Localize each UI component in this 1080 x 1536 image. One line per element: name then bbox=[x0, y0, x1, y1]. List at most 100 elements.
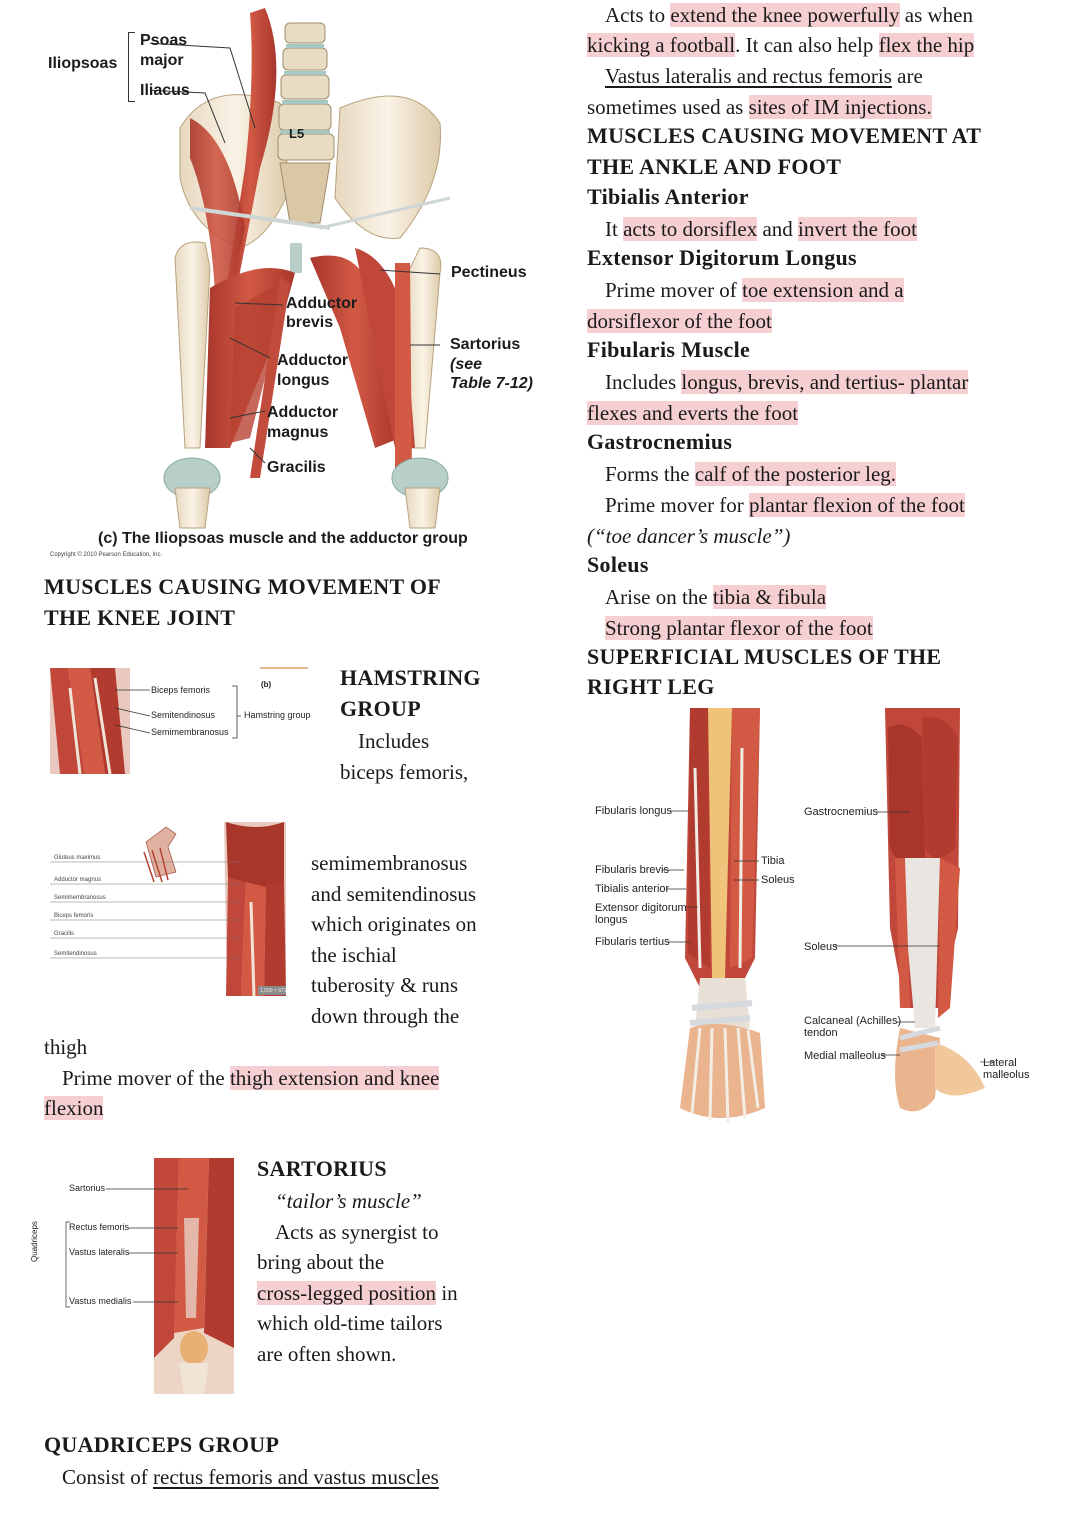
quadriceps-leader-lines bbox=[65, 1188, 188, 1308]
extensor-heading: Extensor Digitorum Longus bbox=[587, 245, 857, 270]
label-calcaneal-tendon: Calcaneal (Achilles)tendon bbox=[804, 1015, 902, 1039]
copyright: Copyright © 2010 Pearson Education, Inc. bbox=[50, 552, 163, 558]
sartorius-heading: SARTORIUS bbox=[257, 1156, 387, 1181]
label-adductor-brevis-2: brevis bbox=[286, 314, 334, 331]
sart-line-1: Acts as synergist to bbox=[275, 1220, 439, 1244]
label-adductor-magnus-1: Adductor bbox=[267, 404, 339, 421]
tibialis-heading: Tibialis Anterior bbox=[587, 184, 749, 209]
label-tibialis-anterior: Tibialis anterior bbox=[595, 883, 670, 895]
label-sartorius: Sartorius bbox=[450, 336, 521, 353]
superficial-heading-1: SUPERFICIAL MUSCLES OF THE bbox=[587, 644, 942, 669]
hamstring-heading-1: HAMSTRING bbox=[340, 665, 481, 690]
hamstring-leader-lines bbox=[114, 685, 241, 739]
label-vastus-medialis: Vastus medialis bbox=[69, 1296, 132, 1306]
hamstring-heading-2: GROUP bbox=[340, 696, 421, 721]
acts-line: Acts to extend the knee powerfully as wh… bbox=[605, 3, 973, 27]
anterior-leader-lines bbox=[662, 810, 759, 943]
thigh-word: thigh bbox=[44, 1035, 88, 1059]
fibularis-line: Includes longus, brevis, and tertius- pl… bbox=[605, 370, 969, 394]
label-semimem: Semimembranosus bbox=[54, 895, 106, 901]
prime-mover-line-2: flexion bbox=[44, 1096, 104, 1120]
label-fibularis-tertius: Fibularis tertius bbox=[595, 936, 670, 948]
ham-biceps: biceps femoris, bbox=[340, 760, 469, 784]
iliopsoas-bracket bbox=[128, 32, 135, 102]
ham-line-5: tuberosity & runs bbox=[311, 973, 458, 997]
label-b: (b) bbox=[261, 680, 272, 689]
sart-line-3: cross-legged position in bbox=[257, 1281, 458, 1305]
gastrocnemius-heading: Gastrocnemius bbox=[587, 429, 733, 454]
label-iliacus: Iliacus bbox=[140, 82, 190, 99]
label-sartorius-quad: Sartorius bbox=[69, 1183, 106, 1193]
sart-line-4: which old-time tailors bbox=[257, 1311, 443, 1335]
label-iliopsoas: Iliopsoas bbox=[48, 55, 118, 72]
label-gluteus: Gluteus maximus bbox=[54, 855, 101, 861]
label-soleus-post: Soleus bbox=[804, 941, 838, 953]
sart-line-2: bring about the bbox=[257, 1250, 385, 1274]
label-adductor-brevis-1: Adductor bbox=[286, 295, 358, 312]
tibialis-line: It acts to dorsiflex and invert the foot bbox=[605, 217, 918, 241]
label-medial-malleolus: Medial malleolus bbox=[804, 1050, 886, 1062]
label-hamstring-group: Hamstring group bbox=[244, 710, 311, 720]
label-vastus-lateralis: Vastus lateralis bbox=[69, 1247, 130, 1257]
posterior-thigh-illustration bbox=[143, 822, 286, 996]
label-psoas: Psoas bbox=[140, 32, 188, 49]
vastus-line: Vastus lateralis and rectus femoris are bbox=[605, 64, 923, 88]
ham-line-2: and semitendinosus bbox=[311, 882, 477, 906]
toe-dancer-line: (“toe dancer’s muscle”) bbox=[587, 524, 791, 548]
ham-line-3: which originates on bbox=[311, 912, 477, 936]
prime-mover-line: Prime mover of the thigh extension and k… bbox=[62, 1066, 440, 1090]
label-soleus-ant: Soleus bbox=[761, 874, 795, 886]
posterior-leader-lines bbox=[835, 811, 995, 1063]
label-rectus-femoris: Rectus femoris bbox=[69, 1222, 130, 1232]
soleus-line: Arise on the tibia & fibula bbox=[605, 585, 827, 609]
posterior-leg-illustration bbox=[885, 708, 985, 1112]
gastrocnemius-line: Forms the calf of the posterior leg. bbox=[605, 462, 897, 486]
label-gracilis: Gracilis bbox=[267, 459, 326, 476]
sartorius-quote: “tailor’s muscle” bbox=[275, 1189, 422, 1213]
superficial-heading-2: RIGHT LEG bbox=[587, 674, 715, 699]
ankle-heading-2: THE ANKLE AND FOOT bbox=[587, 154, 842, 179]
sart-line-5: are often shown. bbox=[257, 1342, 397, 1366]
fibularis-heading: Fibularis Muscle bbox=[587, 337, 751, 362]
label-fibularis-longus: Fibularis longus bbox=[595, 805, 673, 817]
figure-caption: (c) The Iliopsoas muscle and the adducto… bbox=[98, 530, 468, 547]
ham-line-6: down through the bbox=[311, 1004, 460, 1028]
hamstring-illustration bbox=[50, 668, 130, 774]
label-quadriceps: Quadriceps bbox=[30, 1221, 39, 1262]
quadriceps-heading: QUADRICEPS GROUP bbox=[44, 1432, 280, 1457]
label-tibia: Tibia bbox=[761, 855, 785, 867]
label-major: major bbox=[140, 52, 184, 69]
label-l5: L5 bbox=[289, 126, 305, 141]
label-pectineus: Pectineus bbox=[451, 264, 527, 281]
ankle-heading-1: MUSCLES CAUSING MOVEMENT AT bbox=[587, 123, 982, 148]
label-semimembranosus: Semimembranosus bbox=[151, 727, 229, 737]
anterior-leg-illustration bbox=[680, 708, 765, 1123]
quadriceps-illustration bbox=[154, 1158, 234, 1394]
soleus-line-2: Strong plantar flexor of the foot bbox=[605, 616, 873, 640]
gastrocnemius-line-2: Prime mover for plantar flexion of the f… bbox=[605, 493, 965, 517]
label-adductor-longus-1: Adductor bbox=[277, 352, 349, 369]
label-fibularis-brevis: Fibularis brevis bbox=[595, 864, 669, 876]
soleus-heading: Soleus bbox=[587, 552, 649, 577]
knee-heading-2: THE KNEE JOINT bbox=[44, 605, 236, 630]
extensor-line-2: dorsiflexor of the foot bbox=[587, 309, 772, 333]
label-gastrocnemius: Gastrocnemius bbox=[804, 806, 878, 818]
fibularis-line-2: flexes and everts the foot bbox=[587, 401, 799, 425]
injection-line: sometimes used as sites of IM injections… bbox=[587, 95, 932, 119]
label-see: (see bbox=[450, 356, 483, 373]
label-adductor-magnus-2: magnus bbox=[267, 424, 329, 441]
kick-line: kicking a football. It can also help fle… bbox=[587, 33, 975, 57]
image-size-badge: 1,000 × 671 bbox=[260, 988, 287, 994]
extensor-line: Prime mover of toe extension and a bbox=[605, 278, 904, 302]
label-biceps-femoris: Biceps femoris bbox=[151, 685, 211, 695]
label-adductor-magnus: Adductor magnus bbox=[54, 877, 102, 883]
ham-line-4: the ischial bbox=[311, 943, 397, 967]
divider-bar bbox=[260, 667, 308, 669]
label-biceps-femoris-2: Biceps femoris bbox=[54, 913, 94, 919]
posterior-leader-lines bbox=[50, 861, 240, 959]
knee-heading-1: MUSCLES CAUSING MOVEMENT OF bbox=[44, 574, 442, 599]
label-semitendinosus: Semitendinosus bbox=[151, 710, 216, 720]
label-table: Table 7-12) bbox=[450, 375, 533, 392]
